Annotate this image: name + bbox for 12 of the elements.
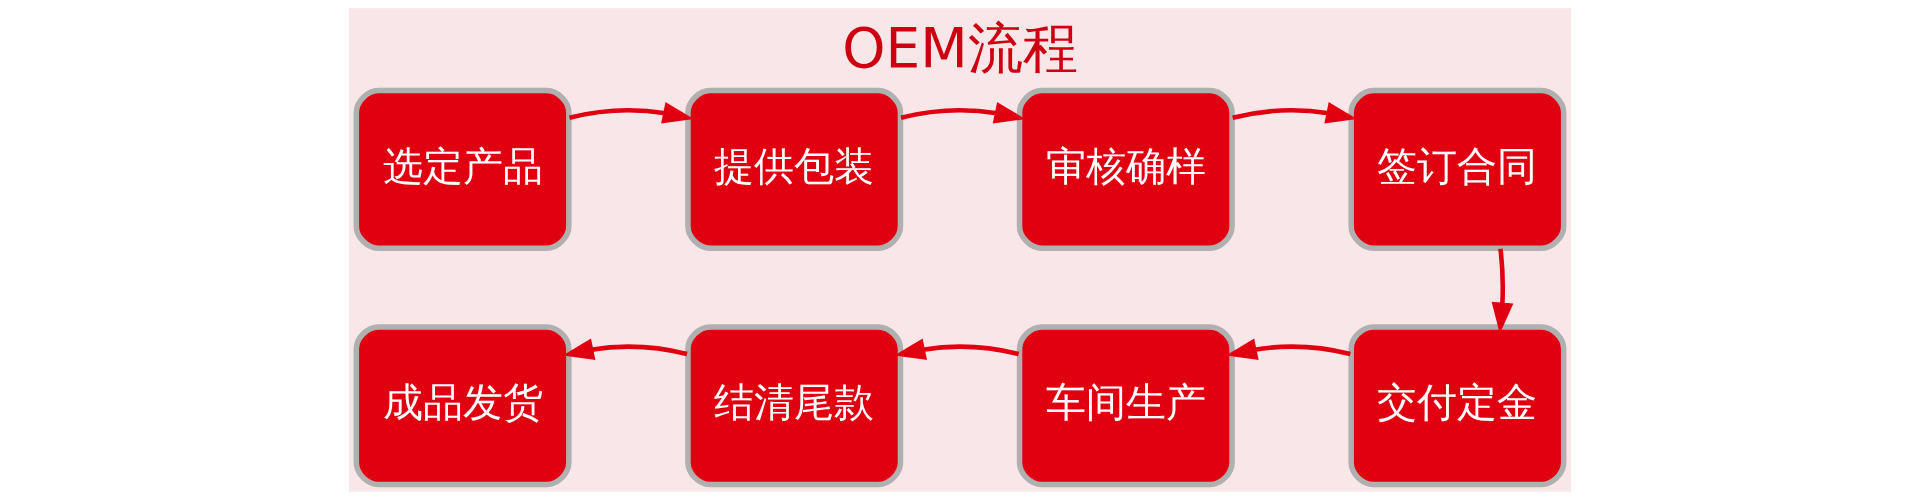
node-box: 车间生产: [1016, 324, 1235, 488]
arrow: [894, 338, 1020, 360]
node-box: 审核确样: [1016, 87, 1235, 251]
arrow: [900, 102, 1026, 124]
node-box: 提供包装: [685, 87, 904, 251]
node-box: 签订合同: [1348, 87, 1567, 251]
node-box: 结清尾款: [685, 324, 904, 488]
diagram-title: OEM流程: [842, 15, 1078, 80]
arrow: [568, 102, 694, 124]
node-box: 选定产品: [353, 87, 572, 251]
node-box: 交付定金: [1348, 324, 1567, 488]
node-box: 成品发货: [353, 324, 572, 488]
